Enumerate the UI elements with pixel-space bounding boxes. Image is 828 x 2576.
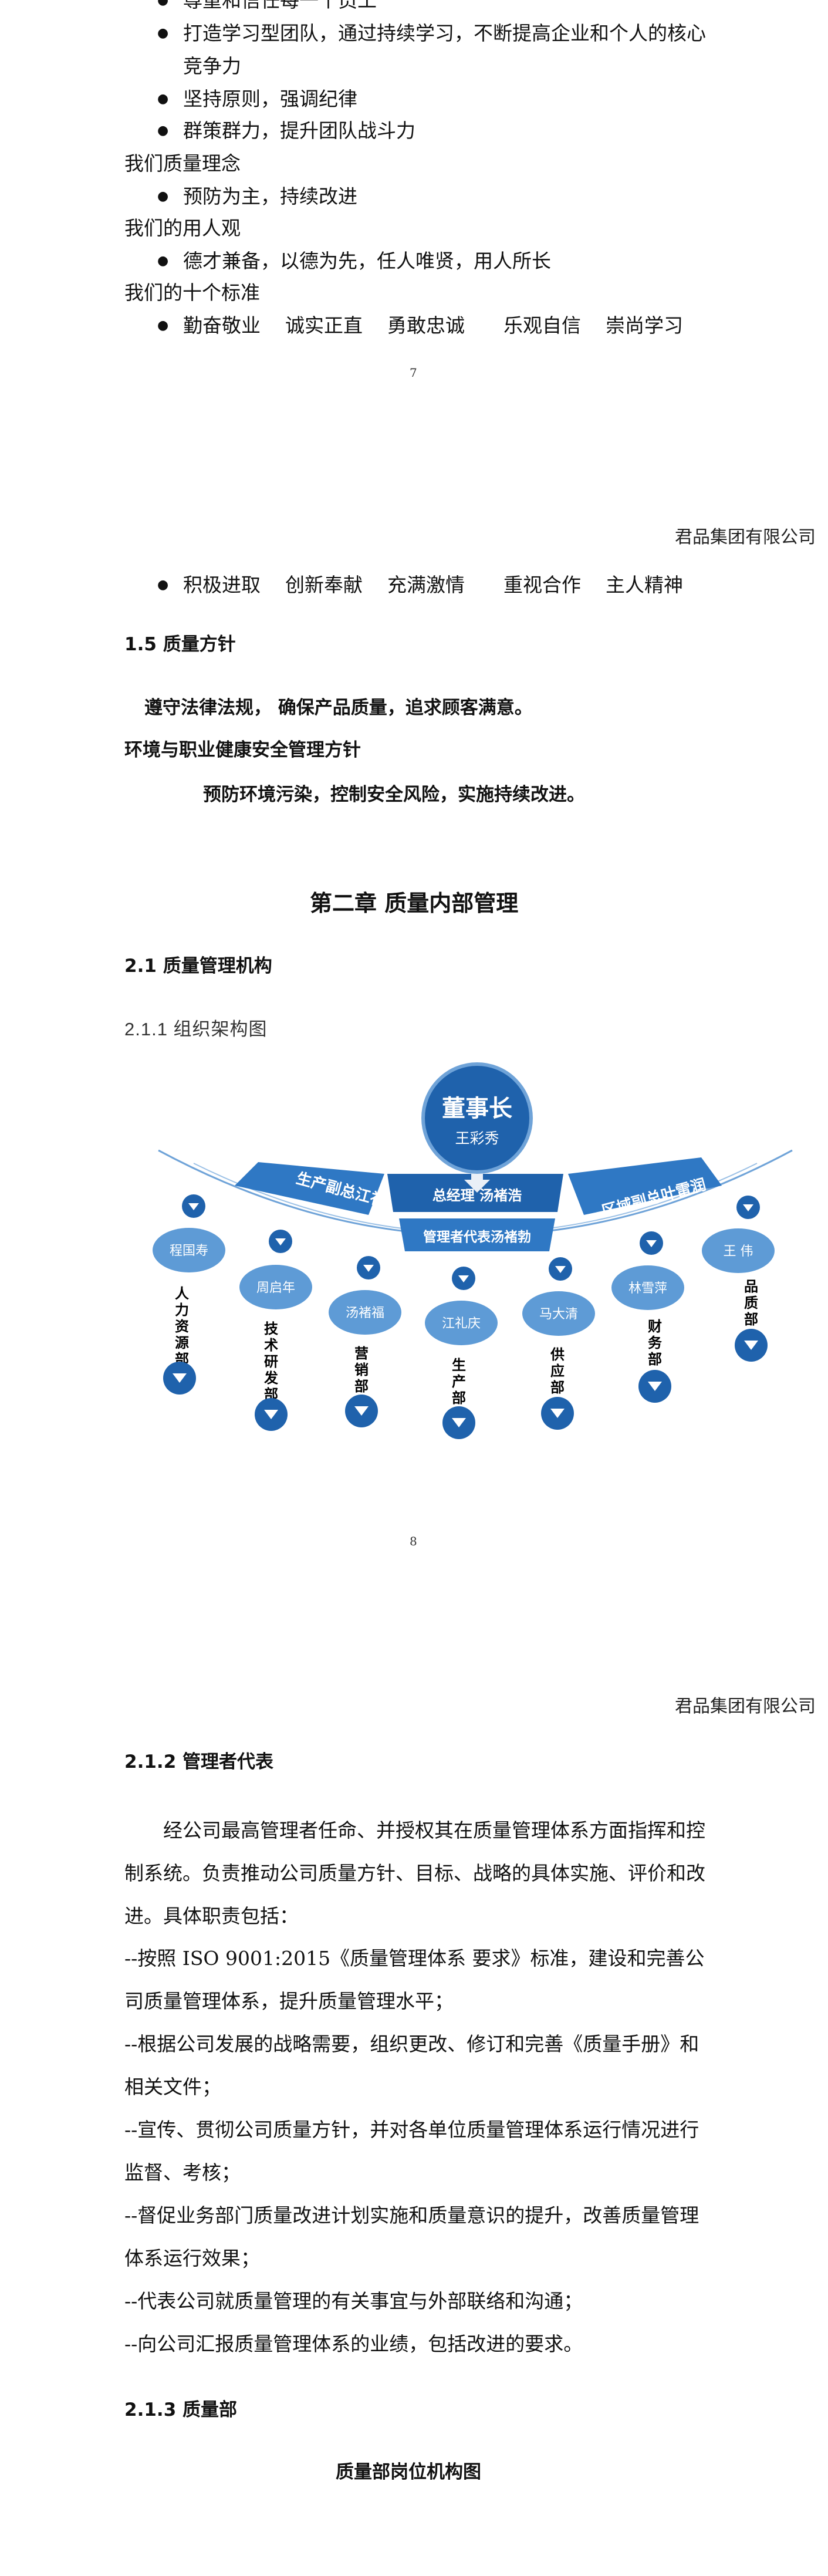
- org-node-production: 江礼庆 生 产 部: [425, 1267, 498, 1439]
- standards-row-1: 勤奋敬业 诚实正直 勇敢忠诚 乐观自信 崇尚学习: [183, 316, 708, 335]
- bullet-dot: ●: [157, 318, 169, 333]
- bullet-text: 预防为主，持续改进: [183, 185, 357, 208]
- bullet-text: 德才兼备，以德为先，任人唯贤，用人所长: [183, 249, 551, 272]
- bullet-dot: ●: [157, 92, 169, 106]
- org-node-supply: 马大清 供 应 部: [522, 1257, 595, 1430]
- dept-char: 研: [264, 1353, 278, 1370]
- org-chart: 董事长 王彩秀 生产副总江礼庆 区域副总叶雷润 总经理 汤褚浩 管理者代表汤褚勃…: [153, 1062, 793, 1439]
- chapter-title: 第二章 质量内部管理: [310, 890, 519, 916]
- bullet-dot: ●: [157, 254, 169, 268]
- standard-item: 积极进取: [183, 573, 261, 596]
- dept-char: 部: [744, 1311, 758, 1328]
- page-number: 7: [410, 366, 417, 380]
- standards-label: 我们的十个标准: [124, 281, 260, 304]
- bullet-text: 坚持原则，强调纪律: [183, 87, 357, 110]
- left-vp-ribbon: [235, 1162, 384, 1215]
- page-number: 8: [410, 1534, 417, 1548]
- org-node-hr: 程国寿 人 力 资 源 部: [153, 1194, 225, 1395]
- company-header: 君品集团有限公司: [675, 1696, 816, 1717]
- gm-banner: [387, 1174, 563, 1212]
- dept-char: 产: [452, 1373, 466, 1390]
- standard-item: 勇敢忠诚: [387, 314, 465, 337]
- right-vp-ribbon: [568, 1157, 722, 1215]
- standard-item: 充满激情: [387, 573, 465, 596]
- section-2-1-1-heading: 2.1.1 组织架构图: [124, 1019, 268, 1039]
- standard-item: 崇尚学习: [606, 314, 683, 337]
- section-2-1-heading: 2.1 质量管理机构: [124, 956, 272, 977]
- duty-item: --宣传、贯彻公司质量方针，并对各单位质量管理体系运行情况进行监督、考核；: [124, 2118, 699, 2184]
- post-chart-title: 质量部岗位机构图: [336, 2462, 481, 2483]
- bullet-text: 群策群力，提升团队战斗力: [183, 119, 415, 142]
- bullet-dot: ●: [157, 123, 169, 138]
- standard-item: 重视合作: [503, 573, 581, 596]
- org-node-sales: 汤褚福 营 销 部: [329, 1256, 401, 1427]
- dept-char: 部: [648, 1351, 662, 1368]
- dept-char: 力: [175, 1302, 189, 1318]
- chairman-circle: [421, 1062, 533, 1174]
- section-2-1-3-heading: 2.1.3 质量部: [124, 2399, 238, 2420]
- standard-item: 勤奋敬业: [183, 314, 261, 337]
- standards-row-2: 积极进取 创新奉献 充满激情 重视合作 主人精神: [183, 575, 708, 595]
- section-1-5-heading: 1.5 质量方针: [124, 634, 236, 655]
- bullet-text: 尊重和信任每一个员工: [183, 0, 377, 12]
- dept-char: 技: [264, 1321, 279, 1337]
- quality-policy: 遵守法律法规， 确保产品质量，追求顾客满意。: [144, 697, 533, 718]
- bullet-text-continued: 竞争力: [183, 55, 241, 77]
- standard-item: 诚实正直: [285, 314, 363, 337]
- node-name: 王 伟: [724, 1244, 753, 1259]
- node-name: 林雪萍: [628, 1281, 667, 1296]
- down-arrow-icon: [464, 1174, 490, 1193]
- duty-item: --代表公司就质量管理的有关事宜与外部联络和沟通；: [124, 2290, 583, 2312]
- standard-item: 创新奉献: [285, 573, 363, 596]
- dept-char: 部: [452, 1390, 466, 1406]
- dept-char: 供: [550, 1346, 565, 1363]
- bullet-dot: ●: [157, 0, 169, 8]
- node-name: 汤褚福: [346, 1306, 384, 1321]
- mgmt-rep-banner: [399, 1218, 555, 1251]
- dept-char: 营: [354, 1345, 369, 1362]
- mgmt-rep-label: 管理者代表汤褚勃: [423, 1229, 531, 1245]
- dept-char: 生: [452, 1357, 466, 1373]
- dept-char: 务: [648, 1335, 663, 1351]
- bullet-dot: ●: [157, 26, 169, 40]
- section-2-1-2-heading: 2.1.2 管理者代表: [124, 1751, 274, 1773]
- env-policy: 预防环境污染，控制安全风险，实施持续改进。: [203, 784, 585, 805]
- node-name: 程国寿: [170, 1244, 208, 1258]
- dept-char: 质: [744, 1295, 758, 1311]
- bullet-dot: ●: [157, 189, 169, 204]
- org-node-quality: 王 伟 品 质 部: [702, 1196, 775, 1362]
- paragraph-intro: 经公司最高管理者任命、并授权其在质量管理体系方面指挥和控制系统。负责推动公司质量…: [124, 1819, 705, 1927]
- chairman-title: 董事长: [442, 1095, 512, 1122]
- node-name: 周启年: [256, 1281, 295, 1295]
- bullet-text: 打造学习型团队，通过持续学习，不断提高企业和个人的核心: [183, 22, 706, 45]
- dept-char: 源: [175, 1335, 189, 1351]
- dept-char: 资: [175, 1318, 189, 1335]
- chairman-name: 王彩秀: [455, 1130, 499, 1147]
- dept-char: 人: [175, 1285, 189, 1302]
- dept-char: 财: [648, 1318, 662, 1335]
- dept-char: 发: [263, 1370, 278, 1386]
- dept-char: 品: [744, 1278, 758, 1295]
- dept-char: 销: [354, 1362, 369, 1378]
- standard-item: 乐观自信: [503, 314, 581, 337]
- standard-item: 主人精神: [606, 573, 683, 596]
- quality-concept-label: 我们质量理念: [124, 152, 241, 175]
- env-policy-title: 环境与职业健康安全管理方针: [124, 740, 361, 761]
- company-header: 君品集团有限公司: [675, 527, 816, 548]
- org-node-rnd: 周启年 技 术 研 发 部: [239, 1230, 312, 1431]
- bullet-dot: ●: [157, 578, 169, 592]
- dept-char: 术: [264, 1337, 278, 1353]
- employment-label: 我们的用人观: [124, 217, 241, 239]
- duty-item: --向公司汇报质量管理体系的业绩，包括改进的要求。: [124, 2332, 583, 2355]
- dept-char: 部: [550, 1379, 565, 1396]
- duty-item: --按照 ISO 9001:2015《质量管理体系 要求》标准，建设和完善公司质…: [124, 1947, 705, 2013]
- dept-char: 应: [550, 1363, 565, 1379]
- org-node-finance: 林雪萍 财 务 部: [611, 1231, 684, 1403]
- node-name: 马大清: [539, 1307, 578, 1322]
- node-name: 江礼庆: [442, 1316, 481, 1331]
- duty-item: --根据公司发展的战略需要，组织更改、修订和完善《质量手册》和相关文件；: [124, 2033, 699, 2098]
- dept-char: 部: [354, 1378, 369, 1395]
- duty-item: --督促业务部门质量改进计划实施和质量意识的提升，改善质量管理体系运行效果；: [124, 2204, 699, 2270]
